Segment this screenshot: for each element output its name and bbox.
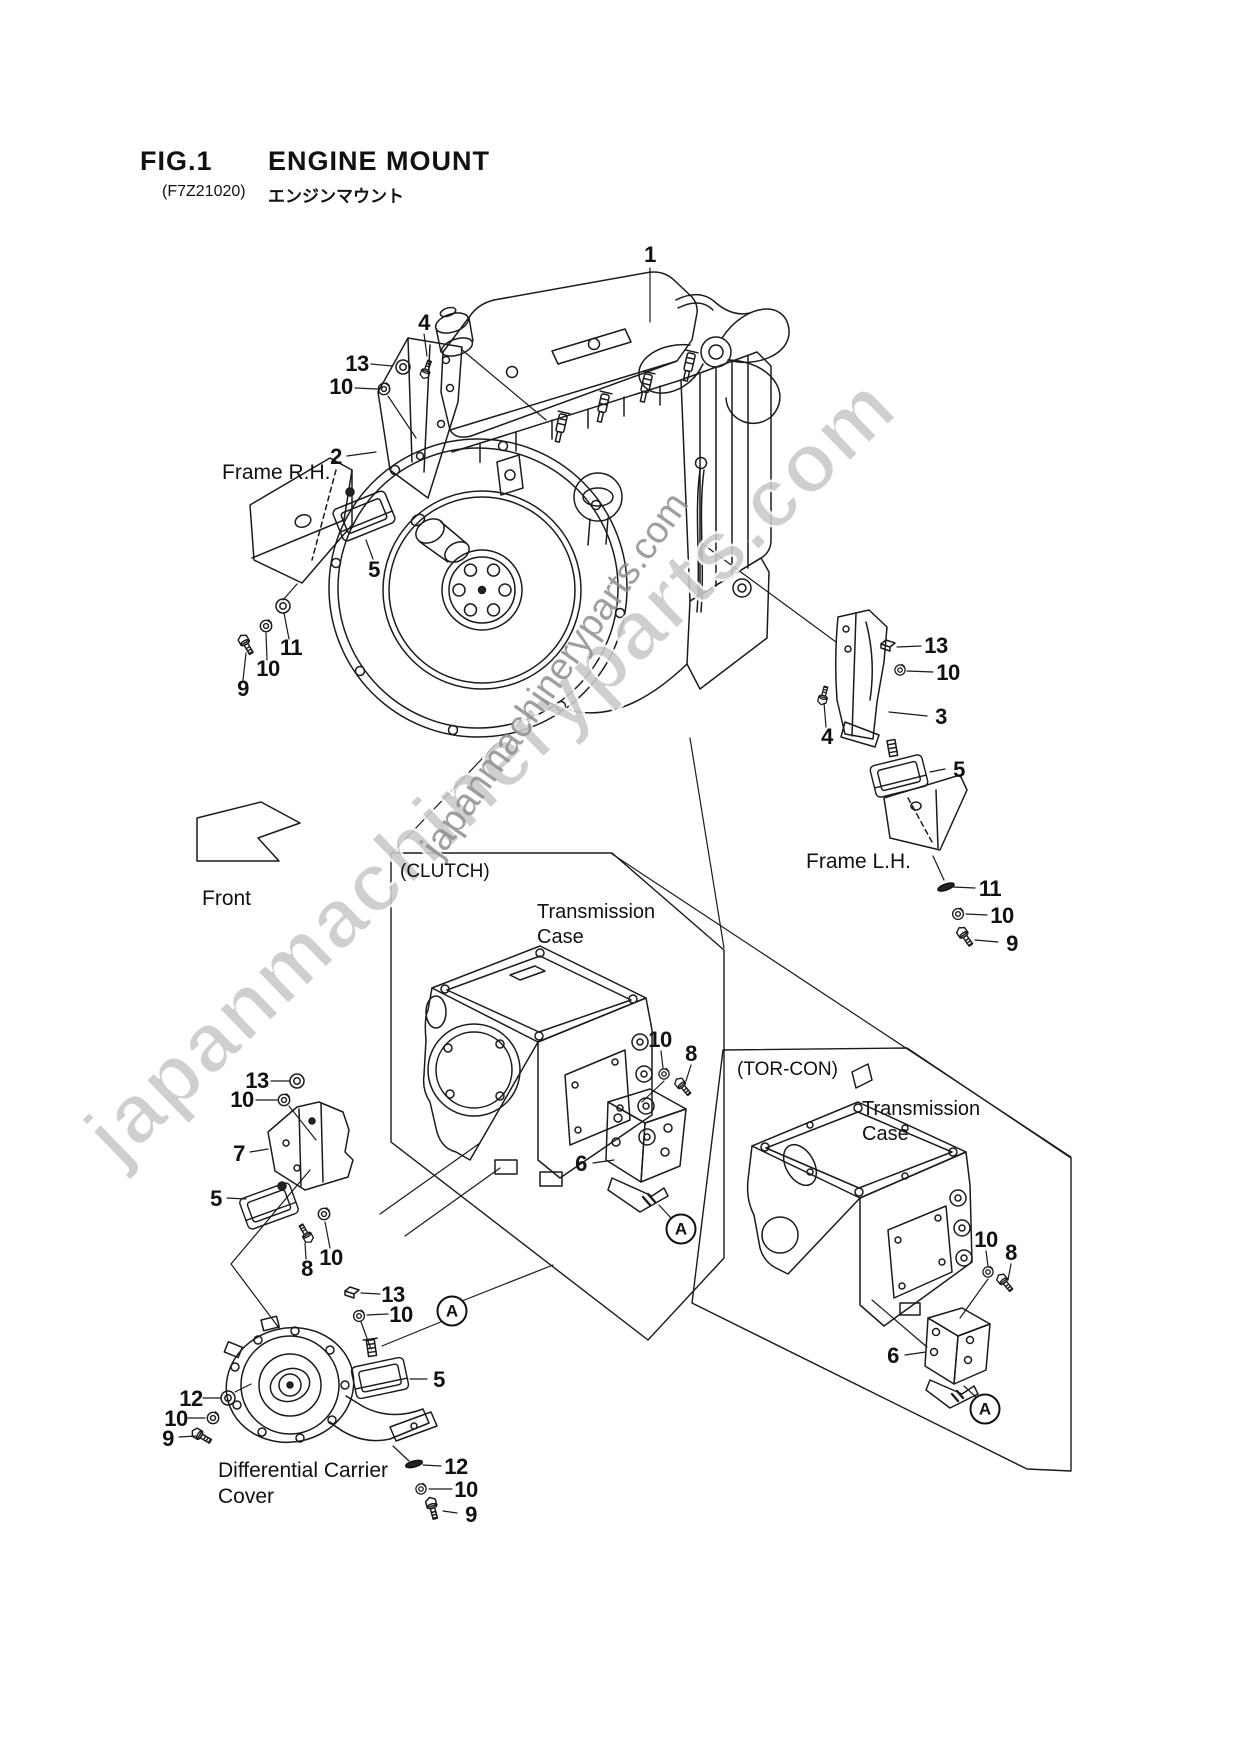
torcon-transmission-case — [746, 1063, 973, 1327]
leader-lines — [178, 333, 1012, 1514]
clutch-mount-bracket — [605, 1067, 694, 1213]
projection-lines — [230, 348, 1072, 1348]
clutch-detail-box — [390, 852, 725, 1341]
engine-illustration — [328, 267, 790, 738]
clutch-transmission-case — [422, 945, 656, 1187]
torcon-detail-box — [691, 1047, 1072, 1472]
bottom-mount-group — [189, 1073, 441, 1521]
frame-rh-group — [235, 337, 463, 657]
front-direction-arrow — [196, 801, 301, 862]
torcon-mount-bracket — [924, 1265, 1016, 1409]
frame-lh-group — [816, 609, 976, 949]
